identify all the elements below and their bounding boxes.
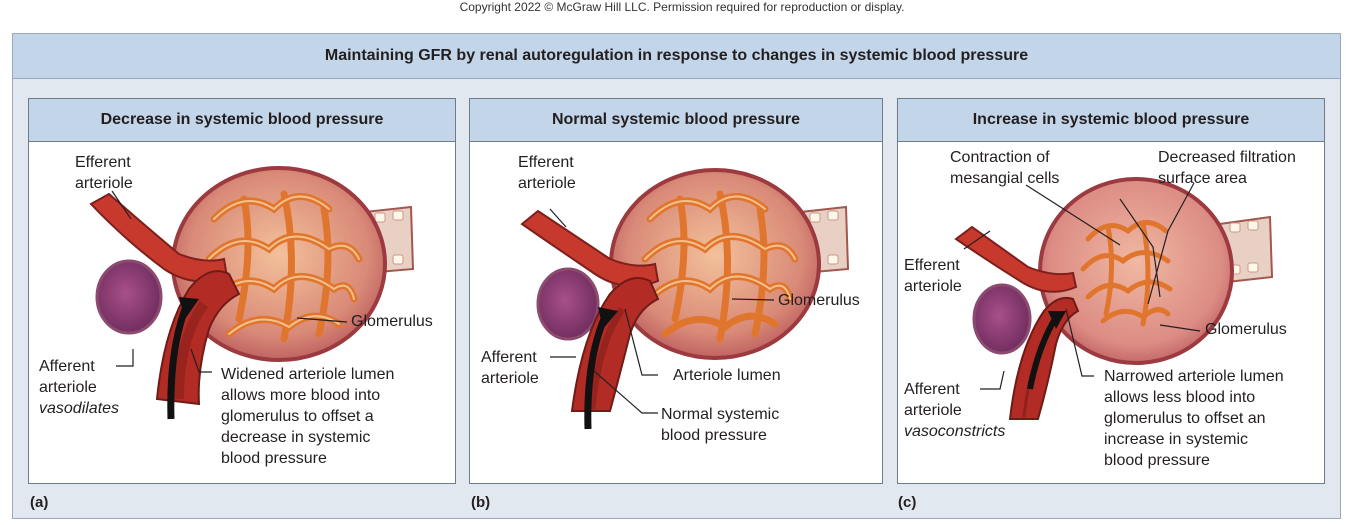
efferent-arteriole (954, 225, 1078, 293)
efferent-arteriole (89, 192, 229, 283)
macula-densa (972, 283, 1032, 355)
renal-corpuscle-illustration (520, 168, 850, 430)
panel-letter-c: (c) (898, 494, 917, 511)
blood-flow-arrowhead (598, 307, 618, 329)
panel-title: Increase in systemic blood pressure (898, 99, 1324, 142)
efferent-arteriole (520, 209, 660, 288)
arteriole-lumen (588, 307, 625, 410)
panel-letter-b: (b) (471, 494, 491, 511)
renal-corpuscle-illustration (954, 177, 1274, 420)
afferent-arteriole (155, 270, 241, 406)
macula-densa (536, 267, 600, 341)
glomerular-capsule (1038, 177, 1234, 365)
blood-flow-arrowhead (179, 297, 199, 319)
panel-decrease: Decrease in systemic blood pressure (28, 98, 456, 484)
arteriole-lumen (174, 301, 209, 400)
copyright-notice: Copyright 2022 © McGraw Hill LLC. Permis… (459, 0, 905, 14)
glomerulus-label: Glomerulus (778, 292, 860, 309)
blood-flow-arrow (1027, 315, 1059, 390)
arteriole-lumen-label: Arteriole lumen (673, 367, 781, 384)
panel-normal: Normal systemic blood pressure (469, 98, 883, 484)
renal-corpuscle-illustration (89, 166, 415, 420)
macula-densa (95, 259, 163, 335)
blood-flow-arrow (167, 302, 191, 420)
panel-title: Decrease in systemic blood pressure (29, 99, 455, 142)
figure-title: Maintaining GFR by renal autoregulation … (13, 34, 1340, 79)
panel-letter-a: (a) (30, 494, 49, 511)
panel-title: Normal systemic blood pressure (470, 99, 882, 142)
blood-flow-arrowhead (1048, 311, 1066, 329)
glomerulus-label: Glomerulus (351, 313, 433, 330)
glomerular-capsule (609, 168, 821, 360)
glomerulus-label: Glomerulus (1205, 321, 1287, 338)
panel-increase: Increase in systemic blood pressure (897, 98, 1325, 484)
